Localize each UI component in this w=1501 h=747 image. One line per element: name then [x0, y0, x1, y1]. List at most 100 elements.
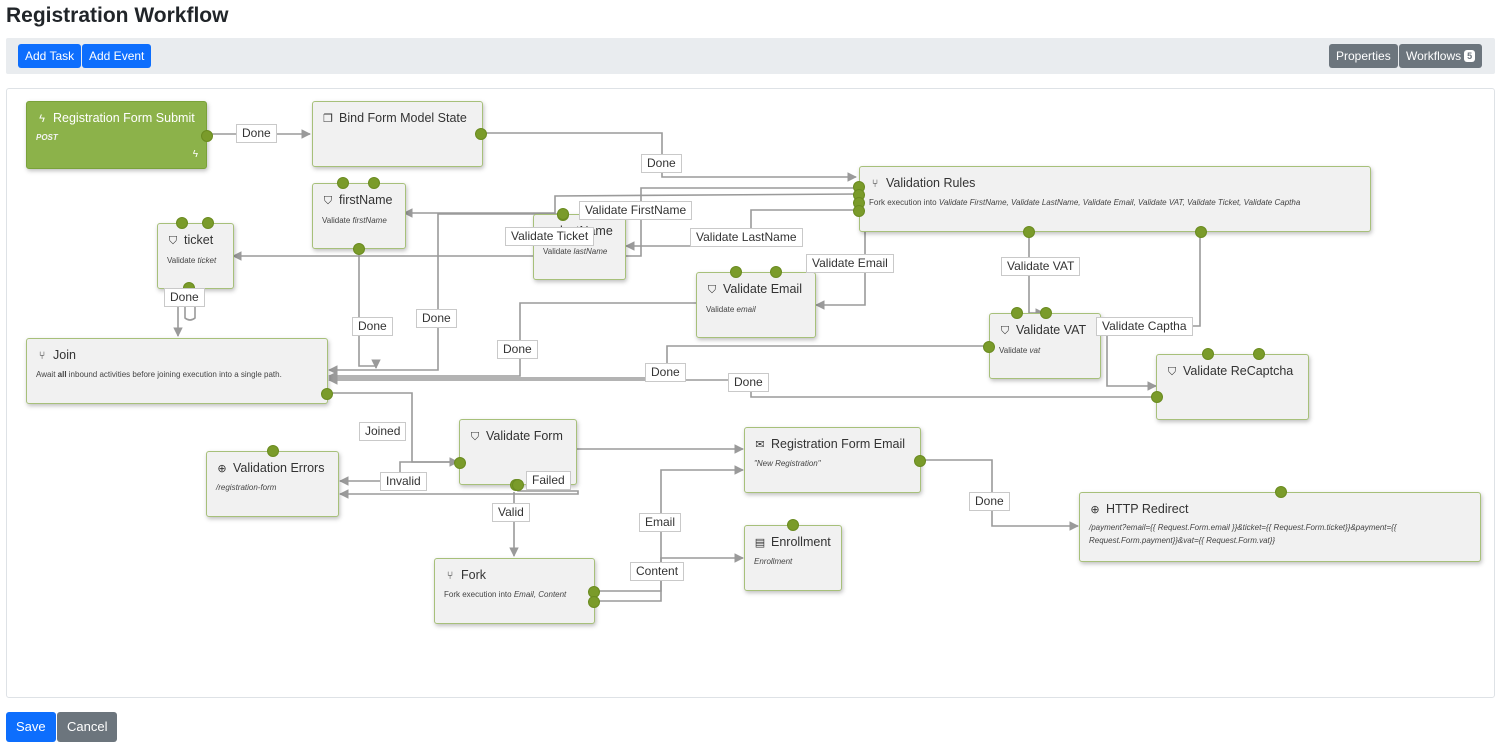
workflows-count-badge: 5 [1464, 50, 1476, 62]
lastname-output-port[interactable] [557, 208, 569, 220]
output-port-email[interactable] [853, 205, 865, 217]
cancel-button[interactable]: Cancel [57, 712, 117, 742]
node-validate-vat[interactable]: ⛉Validate VAT Validate vat [989, 307, 1101, 379]
shield-icon: ⛉ [168, 235, 178, 247]
node-title: Validate Email [723, 282, 802, 296]
node-validate-form[interactable]: ⛉ Validate Form [454, 419, 577, 491]
validateform-failed-port[interactable] [512, 479, 524, 491]
recaptcha-input-port-left[interactable] [1151, 391, 1163, 403]
node-desc-line1: /payment?email={{ Request.Form.email }}&… [1089, 523, 1397, 532]
input-port[interactable] [730, 266, 742, 278]
node-enrollment[interactable]: ▤Enrollment Enrollment [744, 519, 842, 591]
add-task-button[interactable]: Add Task [18, 44, 82, 68]
node-desc-prefix: Validate [167, 256, 198, 265]
input-port[interactable] [787, 519, 799, 531]
input-port[interactable] [267, 445, 279, 457]
shield-icon: ⛉ [470, 431, 480, 443]
edge-label-bind-done: Done [641, 154, 682, 173]
node-desc-value: vat [1029, 346, 1041, 355]
node-ticket[interactable]: ⛉ ticket Validate ticket [157, 217, 234, 289]
output-port[interactable] [368, 177, 380, 189]
globe-icon: ⊕ [1090, 504, 1100, 516]
workflows-label: Workflows [1406, 49, 1462, 63]
node-desc: "New Registration" [754, 459, 821, 468]
edge-label-validate-ticket: Validate Ticket [505, 227, 595, 246]
node-desc-prefix: Validate [322, 216, 353, 225]
node-title: Validation Errors [233, 461, 325, 475]
edge-label-valid: Valid [492, 503, 530, 522]
node-bind-form-model-state[interactable]: ❐Bind Form Model State [312, 101, 487, 167]
node-title: Validate Form [486, 429, 563, 443]
save-button[interactable]: Save [6, 712, 56, 742]
envelope-icon: ✉ [755, 439, 765, 451]
node-last-name[interactable]: ⛉lastName Validate lastName [533, 209, 626, 280]
input-port[interactable] [337, 177, 349, 189]
node-validation-rules[interactable]: ⑂Validation Rules Fork execution into Va… [853, 166, 1371, 238]
add-event-button[interactable]: Add Event [82, 44, 152, 68]
node-desc-suffix: inbound activities before joining execut… [66, 370, 282, 379]
node-desc-prefix: Validate [999, 346, 1030, 355]
fork-icon: ⑂ [871, 178, 879, 190]
node-join[interactable]: ⑂Join Await all inbound activities befor… [26, 338, 333, 404]
output-port[interactable] [1040, 307, 1052, 319]
node-desc-value: ticket [197, 256, 217, 265]
node-desc: POST [36, 133, 58, 142]
shield-icon: ⛉ [1167, 366, 1177, 378]
edge-label-validate-email: Validate Email [806, 254, 894, 273]
node-http-redirect[interactable]: ⊕HTTP Redirect /payment?email={{ Request… [1079, 486, 1481, 562]
output-port-vat[interactable] [1023, 226, 1035, 238]
output-port-captcha[interactable] [1195, 226, 1207, 238]
output-port[interactable] [914, 455, 926, 467]
output-port[interactable] [770, 266, 782, 278]
bolt-icon: ϟ [192, 149, 198, 160]
node-desc-prefix: Fork execution into [869, 198, 939, 207]
bolt-icon: ϟ [39, 113, 45, 125]
node-validation-errors[interactable]: ⊕Validation Errors /registration-form [206, 445, 339, 517]
input-port[interactable] [176, 217, 188, 229]
edge-label-failed: Failed [526, 471, 571, 490]
node-registration-form-email[interactable]: ✉Registration Form Email "New Registrati… [744, 427, 926, 493]
properties-button[interactable]: Properties [1329, 44, 1398, 68]
node-registration-form-submit[interactable]: ϟ Registration Form Submit POST ϟ [26, 101, 213, 169]
node-desc-bold: all [57, 370, 67, 379]
node-desc-value: firstName [352, 216, 387, 225]
fork-icon: ⑂ [38, 350, 46, 362]
node-title: firstName [339, 193, 393, 207]
input-port[interactable] [1202, 348, 1214, 360]
output-port[interactable] [201, 130, 213, 142]
output-port[interactable] [321, 388, 333, 400]
node-validate-email[interactable]: ⛉Validate Email Validate email [696, 266, 816, 338]
output-port[interactable] [202, 217, 214, 229]
node-desc: /registration-form [216, 483, 277, 492]
edge-label-joined: Joined [359, 422, 407, 441]
output-port[interactable] [475, 128, 487, 140]
node-desc: Enrollment [754, 557, 793, 566]
node-title: ticket [184, 233, 214, 247]
edge-label-lastname-done: Done [416, 309, 457, 328]
output-port-content[interactable] [588, 596, 600, 608]
node-fork[interactable]: ⑂Fork Fork execution into Email, Content [434, 558, 600, 624]
edge-label-regmail-done: Done [969, 492, 1010, 511]
input-port[interactable] [1011, 307, 1023, 319]
edge-label-content: Content [630, 562, 685, 581]
edge-label-vat-done: Done [645, 363, 686, 382]
input-port[interactable] [1275, 486, 1287, 498]
node-desc-prefix: Fork execution into [444, 590, 514, 599]
output-port[interactable] [1253, 348, 1265, 360]
vat-output-port-left[interactable] [983, 341, 995, 353]
firstname-output-port-bottom[interactable] [353, 243, 365, 255]
node-first-name[interactable]: ⛉firstName Validate firstName [312, 177, 406, 249]
node-title: Join [53, 348, 76, 362]
input-port[interactable] [454, 457, 466, 469]
document-icon: ▤ [754, 537, 766, 549]
edge-label-email-done: Done [497, 340, 538, 359]
node-title: Bind Form Model State [339, 111, 467, 125]
edge-label-firstname-done: Done [352, 317, 393, 336]
node-title: Fork [461, 568, 486, 582]
node-validate-recaptcha[interactable]: ⛉Validate ReCaptcha [1156, 348, 1309, 420]
node-desc-line2: Request.Form.payment}}&vat={{ Request.Fo… [1089, 536, 1276, 545]
node-title: Registration Form Submit [53, 111, 195, 125]
edge-label-validate-lastname: Validate LastName [690, 228, 803, 247]
